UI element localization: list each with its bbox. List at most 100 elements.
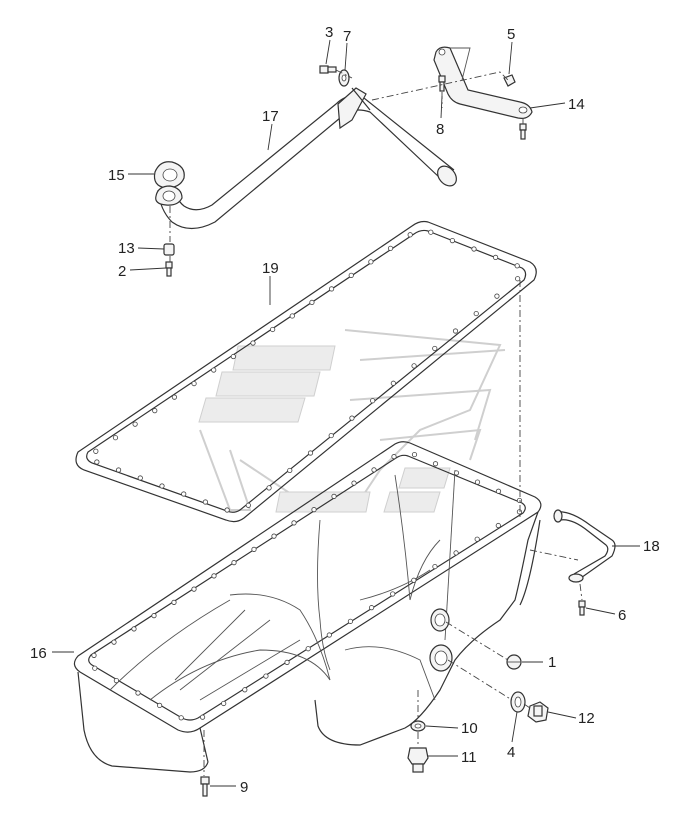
bolt-hole [311,507,317,513]
oil-pan [73,441,542,773]
callout-9: 9 [240,779,248,796]
bolt-hole [191,586,197,592]
callout-1: 1 [548,654,556,671]
bolt-hole [152,408,158,414]
callout-13: 13 [118,240,135,257]
bolt-hole [453,470,460,476]
dipstick-guide-tube [553,509,616,616]
callout-14: 14 [568,96,585,113]
bolt-hole [407,232,413,238]
bolt-hole [370,398,376,404]
callout-19: 19 [262,260,279,277]
bolt-hole [132,421,138,427]
bolt-hole [391,454,397,460]
spacer-and-bolt [163,243,175,277]
bolt-hole [492,254,499,260]
bolt-hole [159,483,165,489]
bolt-hole [368,259,374,265]
bolt-hole [432,461,439,467]
bolt-hole [191,380,197,387]
seal-ring-and-plug [510,691,549,723]
bolt-hole [93,448,99,454]
bolt-hole [495,488,502,494]
callout-6: 6 [618,607,626,624]
bolt-hole [271,533,277,539]
bolt-hole [390,380,396,386]
bolt-hole [94,459,100,465]
bolt-hole [307,450,314,456]
bolt-hole [411,363,417,369]
bolt-hole [390,591,396,597]
bolt-hole [202,499,209,505]
bolt-hole [411,577,417,583]
callout-12: 12 [578,710,595,727]
bolt-hole [347,618,354,624]
bolt-hole [349,415,355,421]
bolt-hole [224,507,230,513]
pipe-support-bracket [433,46,533,140]
bolt-hole [157,702,163,709]
bolt-hole [428,229,434,235]
bolt-hole [328,286,335,292]
oil-suction-pipe [157,87,457,230]
bolt-hole [231,560,237,566]
bolt-hole [181,491,187,497]
bolt-hole [449,238,455,244]
bolt-hole [284,659,290,666]
bolt-hole [473,310,479,317]
bolt-hole [516,497,523,504]
oil-pan-gasket [75,220,537,523]
bolt-hole [516,509,523,515]
bolt-hole [452,328,459,334]
assembly-lines [169,69,583,776]
callout-2: 2 [118,263,126,280]
callout-10: 10 [461,720,478,737]
bolt-hole [92,665,98,671]
callout-labels: 3 7 5 14 8 17 15 13 2 19 18 6 1 12 16 10… [30,24,660,796]
bolt-hole [178,715,184,721]
pan-bolt [200,776,210,797]
bolt-hole [171,599,177,605]
callout-8: 8 [436,121,444,138]
callout-3: 3 [325,24,333,41]
bolt-hole [289,313,295,319]
bolt-hole [266,485,272,491]
plug [506,654,522,670]
bolt-hole [494,293,500,299]
bolt-hole [331,493,337,499]
bolt-hole [113,677,120,684]
callout-16: 16 [30,645,47,662]
bolt-hole [287,467,293,474]
bolt-hole [432,345,438,352]
bolt-hole [242,687,248,693]
bolt-hole [91,652,97,658]
callout-4: 4 [507,744,515,761]
bolt-hole [351,480,357,486]
bolt-hole [328,432,334,439]
callout-7: 7 [343,28,351,45]
callout-15: 15 [108,167,125,184]
bolt-hole [305,646,311,652]
callout-18: 18 [643,538,660,555]
bolt-hole [230,353,236,360]
watermark-logo [198,329,506,513]
bolt-hole [326,632,332,638]
bolt-hole [270,326,276,333]
bolt-hole [112,435,119,441]
bolt-hole [432,563,438,570]
bolt-hole [514,263,520,269]
bolt-hole [151,613,157,619]
bolt-hole [137,475,143,481]
bolt-hole [348,272,354,278]
bolt-hole [474,479,481,485]
bolt-hole [251,546,257,552]
bolt-hole [495,522,501,529]
bolt-hole [115,467,122,473]
bolt-hole [368,605,375,611]
drain-washer-and-plug [407,720,429,773]
callout-17: 17 [262,108,279,125]
bolt-hole [199,714,206,720]
bolt-hole [371,467,377,473]
bolt-hole [171,394,178,400]
